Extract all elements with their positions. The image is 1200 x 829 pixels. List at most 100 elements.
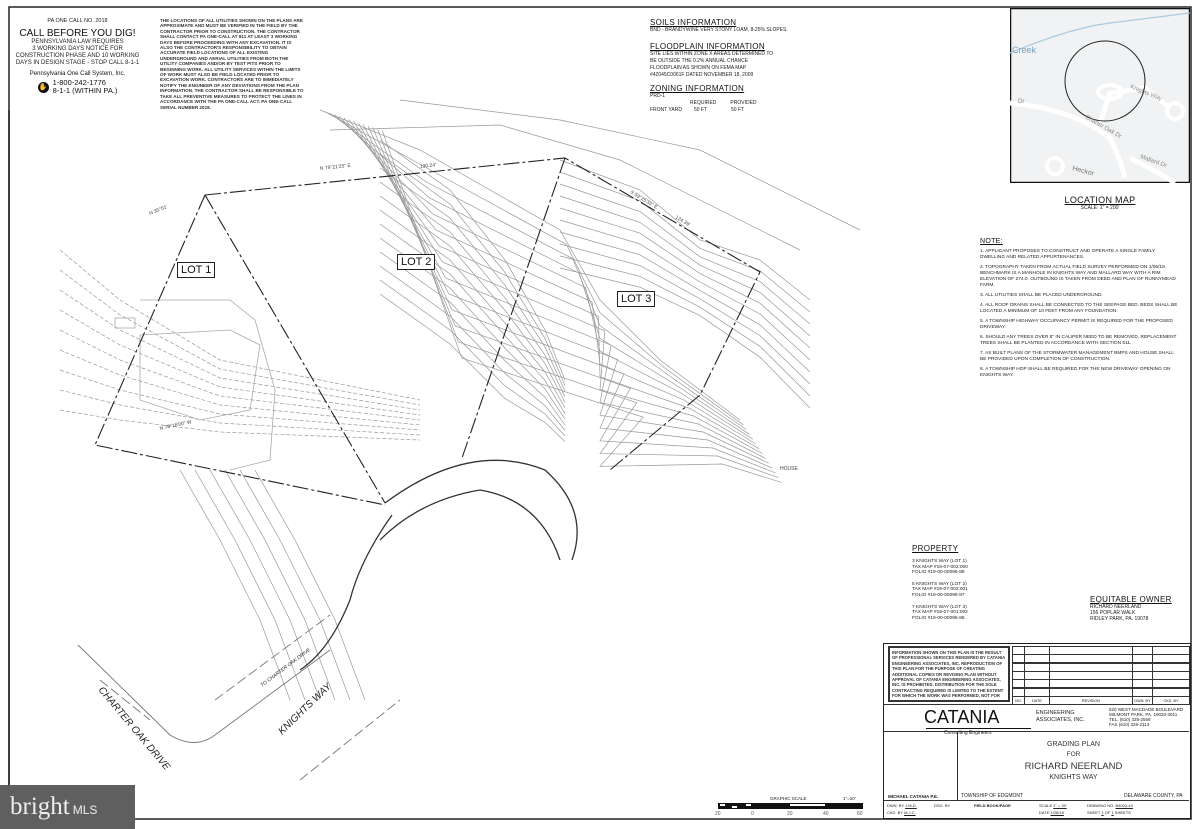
note-item: 8. A TOWNSHIP HOP SHALL BE REQUIRED FOR … xyxy=(980,367,1171,378)
contour-line xyxy=(559,231,811,373)
contour-line xyxy=(379,251,566,426)
company-logo: CATANIA xyxy=(924,707,1000,727)
existing-features xyxy=(114,299,276,471)
contour-line xyxy=(353,121,763,454)
bright-mls-watermark: bright MLS xyxy=(0,785,135,829)
street-charter-oak: CHARTER OAK DRIVE xyxy=(96,685,172,773)
call-before-you-dig: PA ONE CALL No. 2018 CALL BEFORE YOU DIG… xyxy=(15,18,140,95)
property-lot-folio: FOLIO #19-00-00095-87 xyxy=(912,592,965,598)
contour-line xyxy=(59,329,421,421)
equitable-owner: EQUITABLE OWNER RICHARD NEERLAND 156 POP… xyxy=(1090,595,1172,622)
title-block: INFORMATION SHOWN ON THIS PLAN IS THE RE… xyxy=(883,643,1191,819)
contour-line xyxy=(559,219,811,361)
contour-line xyxy=(179,469,291,701)
svg-text:190.24': 190.24' xyxy=(420,162,437,170)
contour-line xyxy=(324,111,744,426)
contour-line xyxy=(59,349,421,426)
contour-line xyxy=(358,122,766,459)
contour-line xyxy=(59,289,421,411)
property-lot-address: 7 KNIGHTS WAY (LOT 3) xyxy=(912,604,967,610)
note-item: 5. A TOWNSHIP HIGHWAY OCCUPANCY PERMIT I… xyxy=(980,319,1173,330)
lot-1-label: LOT 1 xyxy=(177,262,216,278)
svg-text:N 35°51': N 35°51' xyxy=(149,204,169,217)
svg-text:Dr: Dr xyxy=(1018,99,1024,105)
plan-title: GRADING PLAN xyxy=(1047,741,1100,748)
contour-line xyxy=(379,209,566,409)
contour-line xyxy=(239,469,351,701)
contour-line xyxy=(59,309,421,416)
site-circle xyxy=(1064,40,1146,122)
note-item: 7. AS BUILT PLANS OF THE STORMWATER MANA… xyxy=(980,351,1174,362)
svg-text:N 78°16'00" W: N 78°16'00" W xyxy=(159,419,192,432)
note-item: 3. ALL UTILITIES SHALL BE PLACED UNDERGR… xyxy=(980,293,1103,298)
creek xyxy=(1010,12,1190,54)
svg-text:Creek: Creek xyxy=(1012,45,1037,55)
property-lot-address: 3 KNIGHTS WAY (LOT 1) xyxy=(912,559,967,564)
contour-line xyxy=(59,409,421,441)
svg-text:124.39': 124.39' xyxy=(674,215,691,229)
contour-line xyxy=(329,124,801,251)
property-lot-tax-map: TAX MAP #19-07-001:002 xyxy=(912,610,968,616)
cul-de-sac xyxy=(299,459,578,671)
property-lot-address: 5 KNIGHTS WAY (LOT 2) xyxy=(912,581,967,587)
street-labels: CHARTER OAK DRIVE KNIGHTS WAY TO CHARTER… xyxy=(96,647,335,773)
contour-line xyxy=(254,469,366,701)
site-info: SOILS INFORMATION BnD - BRANDYWINE VERY … xyxy=(650,18,788,113)
contour-line xyxy=(559,267,811,409)
map-roads xyxy=(1010,85,1177,183)
contour-line xyxy=(559,171,811,313)
contour-line xyxy=(343,117,757,445)
property-lot-folio: FOLIO #19-00-00095-88 xyxy=(912,570,965,576)
lot-2-label: LOT 2 xyxy=(397,254,436,270)
contour-line xyxy=(379,195,566,403)
contour-line xyxy=(224,469,336,701)
note-item: 2. TOPOGRAPHY TAKEN FROM ACTUAL FIELD SU… xyxy=(980,265,1176,288)
contour-line xyxy=(194,469,306,701)
contour-line xyxy=(379,153,566,386)
contour-line xyxy=(379,265,566,431)
contour-line xyxy=(382,130,782,483)
contour-line xyxy=(59,249,421,401)
contour-line xyxy=(379,167,566,392)
contour-line xyxy=(559,243,811,385)
contour-line xyxy=(559,183,811,325)
contour-line xyxy=(319,109,741,421)
disclaimer: INFORMATION SHOWN ON THIS PLAN IS THE RE… xyxy=(888,646,1010,702)
contour-line xyxy=(209,469,321,701)
property-lot-tax-map: TAX MAP #19-07-002:000 xyxy=(912,564,968,570)
contour-line xyxy=(377,129,779,478)
svg-text:S 59°25'35" E: S 59°25'35" E xyxy=(629,190,659,211)
contour-line xyxy=(399,99,861,231)
property-lot-tax-map: TAX MAP #19-07-002:001 xyxy=(912,587,968,593)
contour-line xyxy=(559,207,811,349)
property-lot-folio: FOLIO #19-00-00095-86 xyxy=(912,615,965,621)
svg-text:N 79°21'25" E: N 79°21'25" E xyxy=(320,163,352,172)
property-info: PROPERTY 3 KNIGHTS WAY (LOT 1)TAX MAP #1… xyxy=(912,544,1032,621)
contour-line xyxy=(559,195,811,337)
lot-3-label: LOT 3 xyxy=(617,291,656,307)
street-knights-way: KNIGHTS WAY xyxy=(276,680,334,737)
contour-line xyxy=(362,124,769,464)
note-item: 1. APPLICANT PROPOSES TO CONSTRUCT AND O… xyxy=(980,249,1156,260)
location-map: Creek Knights Way Charter Oak Dr Mallard… xyxy=(1010,8,1190,183)
contour-line xyxy=(59,269,421,406)
contour-lines xyxy=(59,99,861,701)
location-map-title: LOCATION MAP xyxy=(1064,195,1136,205)
contour-line xyxy=(379,279,566,437)
notes: NOTE: 1. APPLICANT PROPOSES TO CONSTRUCT… xyxy=(980,238,1180,379)
seal-area xyxy=(884,731,958,801)
utility-note: THE LOCATIONS OF ALL UTILITIES SHOWN ON … xyxy=(160,18,304,110)
contour-line xyxy=(334,114,750,435)
note-item: 6. SHOULD ANY TREES OVER 8" IN CALIPER N… xyxy=(980,335,1177,346)
contour-line xyxy=(59,389,421,436)
roads xyxy=(77,614,401,781)
contour-line xyxy=(348,119,760,450)
contour-line xyxy=(379,181,566,397)
contour-line xyxy=(372,127,776,474)
plan-client: RICHARD NEERLAND xyxy=(1024,761,1123,772)
no-digging-icon: ✋ xyxy=(37,81,49,93)
scale-bar xyxy=(718,803,863,809)
contour-line xyxy=(559,159,811,301)
contour-line xyxy=(59,369,421,431)
